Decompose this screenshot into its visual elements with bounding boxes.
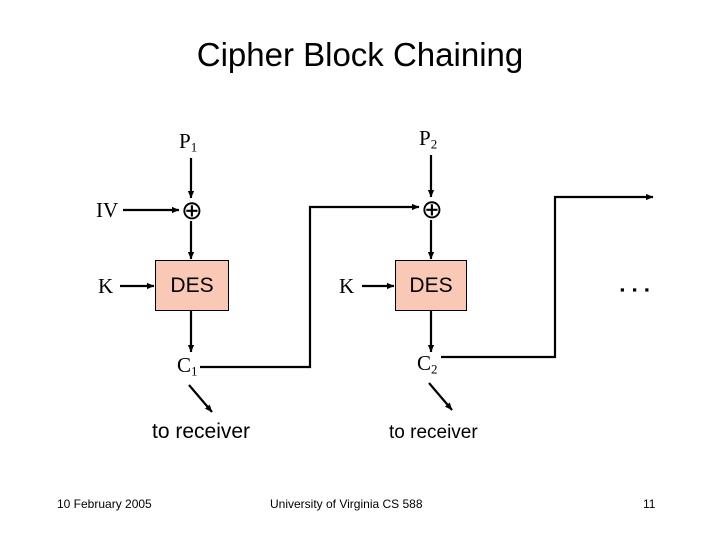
ciphertext-label-2: C2 [417, 353, 438, 376]
plaintext-label-1-sub: 1 [190, 139, 198, 155]
footer-page-number: 11 [643, 497, 656, 511]
ciphertext-label-1: C1 [177, 355, 198, 378]
plaintext-label-1-base: P [179, 129, 191, 153]
ciphertext-label-1-base: C [177, 353, 192, 377]
xor-gate-1: ⊕ [181, 196, 203, 225]
des-block-2[interactable]: DES [395, 260, 467, 311]
key-label-2: K [339, 274, 355, 298]
wire-c1-feedback-to-xor2 [200, 203, 420, 369]
footer-organization: University of Virginia CS 588 [270, 497, 423, 511]
output-label-2: to receiver [389, 422, 478, 443]
plaintext-label-2: P2 [419, 128, 437, 151]
plaintext-label-1: P1 [179, 131, 197, 154]
xor-gate-2: ⊕ [421, 195, 443, 224]
continuation-ellipsis: ▪ ▪ ▪ [620, 282, 652, 297]
des-block-1[interactable]: DES [155, 260, 229, 311]
ciphertext-label-2-base: C [417, 351, 432, 375]
footer-date: 10 February 2005 [57, 497, 152, 511]
plaintext-label-2-base: P [419, 126, 431, 150]
key-label-1: K [98, 274, 114, 298]
wire-c2-to-receiver [428, 382, 453, 411]
page-title: Cipher Block Chaining [196, 36, 524, 73]
iv-label: IV [96, 198, 119, 222]
plaintext-label-2-sub: 2 [430, 136, 438, 152]
output-label-1: to receiver [152, 420, 251, 443]
wire-c2-feedback-to-next [441, 193, 654, 359]
wire-c1-to-receiver [188, 384, 213, 413]
ciphertext-label-1-sub: 1 [191, 363, 198, 379]
ciphertext-label-2-sub: 2 [431, 361, 438, 377]
